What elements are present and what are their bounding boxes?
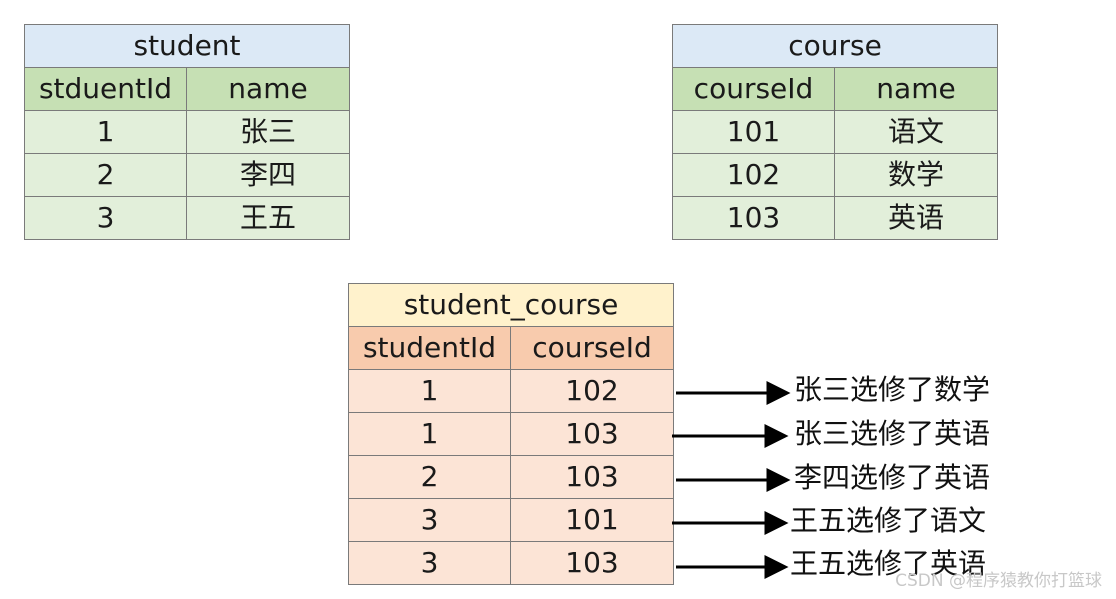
student-name-cell: 王五 [185,196,351,240]
student-name-cell: 李四 [185,153,351,197]
table-row: 1 102 [348,369,675,413]
course-name-cell: 语文 [833,110,999,154]
annotation-text: 张三选修了英语 [794,417,991,450]
student-id-cell: 2 [24,153,187,197]
student-course-student-id-cell: 3 [348,498,511,542]
student-course-course-id-header: courseId [509,326,675,370]
course-id-cell: 102 [672,153,835,197]
student-id-cell: 3 [24,196,187,240]
student-id-header: stduentId [24,67,187,111]
table-row: 1 张三 [24,110,351,154]
student-course-table-title: student_course [347,283,675,327]
annotation-text: 王五选修了英语 [790,547,987,580]
table-row: 103 英语 [672,196,999,240]
student-course-table: student_course studentId courseId 1 102 … [347,283,675,585]
student-name-cell: 张三 [185,110,351,154]
table-row: 3 103 [348,541,675,585]
table-row: 102 数学 [672,153,999,197]
table-row: 2 103 [348,455,675,499]
student-course-course-id-cell: 103 [509,412,675,456]
student-table: student stduentId name 1 张三 2 李四 3 王五 [23,24,351,240]
student-course-student-id-cell: 1 [348,412,511,456]
course-id-cell: 101 [672,110,835,154]
student-id-cell: 1 [24,110,187,154]
course-name-cell: 英语 [833,196,999,240]
course-id-cell: 103 [672,196,835,240]
annotation-text: 王五选修了语文 [790,504,987,537]
student-table-title: student [23,24,351,68]
student-course-course-id-cell: 103 [509,541,675,585]
table-row: 3 101 [348,498,675,542]
annotation-text: 李四选修了英语 [794,461,991,494]
student-course-course-id-cell: 101 [509,498,675,542]
annotation-text: 张三选修了数学 [794,373,991,406]
table-row: 101 语文 [672,110,999,154]
table-row: 2 李四 [24,153,351,197]
table-row: 3 王五 [24,196,351,240]
student-course-student-id-cell: 3 [348,541,511,585]
course-name-cell: 数学 [833,153,999,197]
student-course-student-id-header: studentId [348,326,511,370]
course-table-title: course [671,24,999,68]
course-name-header: name [833,67,999,111]
watermark-text: CSDN @程序猿教你打篮球 [895,571,1102,591]
course-table: course courseId name 101 语文 102 数学 103 英… [671,24,999,240]
table-row: 1 103 [348,412,675,456]
student-course-student-id-cell: 2 [348,455,511,499]
student-course-course-id-cell: 103 [509,455,675,499]
